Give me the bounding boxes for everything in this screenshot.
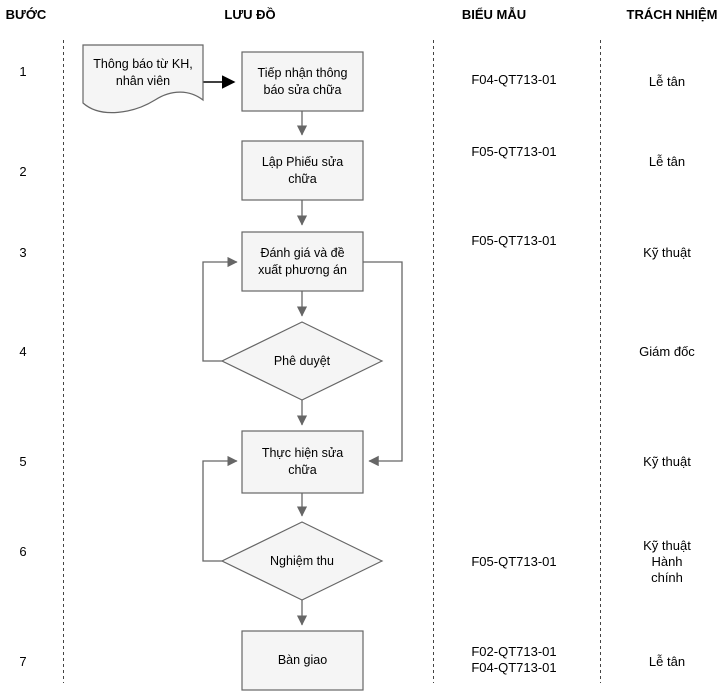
step-number: 3 [19, 245, 27, 260]
node-source-document-shape [82, 44, 204, 114]
node-receive-shape [241, 51, 364, 112]
column-header-responsibility: TRÁCH NHIỆM [626, 7, 718, 22]
column-header-step: BƯỚC [5, 7, 47, 22]
step-number: 1 [19, 64, 27, 79]
node-repair-shape [241, 430, 364, 494]
step-number: 4 [19, 344, 27, 359]
connector-acceptance-reject-loop [202, 455, 238, 562]
step-number: 2 [19, 164, 27, 179]
form-code: F04-QT713-01 [471, 72, 557, 87]
responsibility-label: Lễ tân [648, 74, 686, 89]
step-number: 7 [19, 654, 27, 669]
connector-evaluate-to-repair-right [363, 261, 403, 467]
step-number: 5 [19, 454, 27, 469]
column-header-flowchart: LƯU ĐỒ [224, 7, 276, 22]
responsibility-label: Lễ tân [648, 154, 686, 169]
node-acceptance-shape [220, 521, 384, 601]
responsibility-label: Kỹ thuật Hành chính [643, 538, 691, 585]
node-create-ticket-shape [241, 140, 364, 201]
responsibility-label: Lễ tân [648, 654, 686, 669]
column-header-form: BIỂU MẪU [461, 7, 527, 22]
responsibility-label: Kỹ thuật [643, 245, 691, 260]
form-code: F05-QT713-01 [471, 554, 557, 569]
form-code: F02-QT713-01 F04-QT713-01 [471, 644, 557, 675]
node-handover-shape [241, 630, 364, 691]
node-approve-shape [220, 321, 384, 401]
responsibility-label: Giám đốc [639, 344, 695, 359]
connector-approve-reject-loop [202, 256, 238, 362]
step-number: 6 [19, 544, 27, 559]
responsibility-label: Kỹ thuật [643, 454, 691, 469]
form-code: F05-QT713-01 [471, 233, 557, 248]
form-code: F05-QT713-01 [471, 144, 557, 159]
node-evaluate-shape [241, 231, 364, 292]
